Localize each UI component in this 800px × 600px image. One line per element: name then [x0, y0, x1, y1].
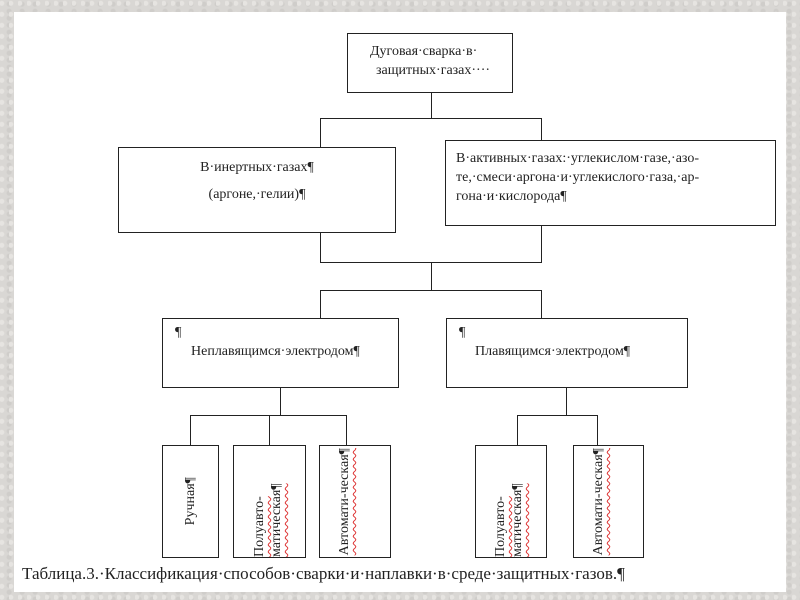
- consumable-label: Плавящимся·электродом¶: [475, 344, 631, 359]
- connector: [320, 232, 321, 262]
- inert-line2: (аргоне,·гелии)¶: [208, 187, 306, 202]
- paragraph-mark: ¶: [175, 325, 182, 340]
- nonconsumable-electrode-node: ¶ Неплавящимся·электродом¶: [162, 318, 399, 388]
- connector: [320, 118, 321, 148]
- root-line1: Дуговая·сварка·в·: [370, 44, 478, 59]
- leaf-label: Полуавто-матическая¶: [493, 483, 525, 557]
- nonconsumable-label: Неплавящимся·электродом¶: [191, 344, 360, 359]
- connector: [346, 415, 347, 445]
- connector: [280, 387, 281, 415]
- connector: [320, 118, 542, 119]
- page-sheet: [14, 12, 786, 592]
- leaf-manual: Ручная¶: [162, 445, 219, 558]
- connector: [431, 92, 432, 118]
- connector: [517, 415, 598, 416]
- consumable-electrode-node: ¶ Плавящимся·электродом¶: [446, 318, 688, 388]
- leaf-auto-2: Автомати-ческая¶: [573, 445, 644, 558]
- leaf-label: Автомати-ческая¶: [337, 447, 352, 556]
- connector: [190, 415, 191, 445]
- active-gas-node: В·активных·газах:·углекислом·газе,·азо-т…: [445, 140, 776, 226]
- leaf-label: Полуавто-матическая¶: [251, 483, 284, 557]
- connector: [320, 290, 321, 318]
- active-text: В·активных·газах:·углекислом·газе,·азо-т…: [456, 151, 700, 204]
- connector: [597, 415, 598, 445]
- leaf-auto-1: Автомати-ческая¶: [319, 445, 391, 558]
- connector: [541, 290, 542, 318]
- root-node: Дуговая·сварка·в· защитных·газах····: [347, 33, 513, 93]
- leaf-semiauto-2: Полуавто-матическая¶: [475, 445, 547, 558]
- connector: [269, 415, 270, 445]
- connector: [541, 225, 542, 262]
- connector: [320, 290, 542, 291]
- paragraph-mark: ¶: [459, 325, 466, 340]
- inert-gas-node: В·инертных·газах¶ (аргоне,·гелии)¶: [118, 147, 396, 233]
- leaf-semiauto-1: Полуавто-матическая¶: [233, 445, 306, 558]
- connector: [190, 415, 347, 416]
- connector: [566, 387, 567, 415]
- leaf-label: Ручная¶: [183, 477, 198, 526]
- connector: [431, 262, 432, 290]
- connector: [541, 118, 542, 140]
- connector: [517, 415, 518, 445]
- root-line2: защитных·газах····: [376, 63, 491, 78]
- inert-line1: В·инертных·газах¶: [200, 160, 314, 175]
- caption: Таблица.3.·Классификация·способов·сварки…: [22, 564, 625, 583]
- leaf-label: Автомати-ческая¶: [590, 447, 606, 556]
